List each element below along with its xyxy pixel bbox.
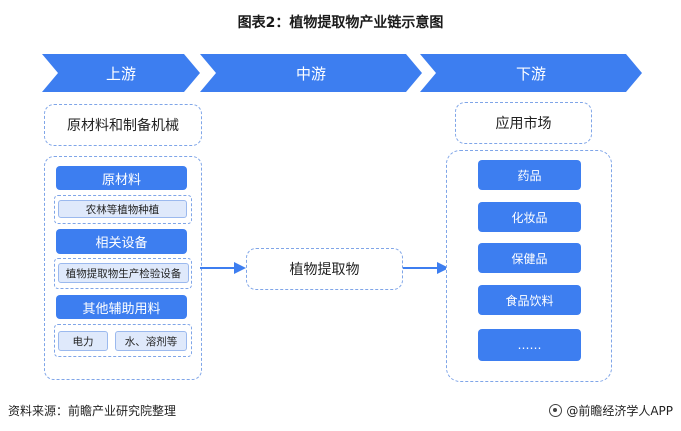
midstream-label: 植物提取物 — [289, 262, 360, 278]
brand-footer: @前瞻经济学人APP — [549, 402, 673, 419]
brand-logo-icon — [549, 404, 563, 417]
downstream-header-label: 应用市场 — [495, 116, 552, 132]
item-production-equipment: 植物提取物生产检验设备 — [58, 263, 189, 283]
downstream-header-box — [455, 102, 592, 144]
item-electricity: 电力 — [58, 331, 108, 351]
chevron-shape-upstream — [42, 54, 200, 92]
stage-midstream-label: 中游 — [295, 64, 326, 83]
market-cosmetics: 化妆品 — [478, 202, 581, 232]
upstream-header-box — [44, 104, 202, 146]
upstream-header-label: 原材料和制备机械 — [67, 118, 179, 134]
group-auxiliary: 其他辅助用料 — [56, 295, 187, 319]
chevron-shape-downstream — [420, 54, 642, 92]
market-medicine: 药品 — [478, 160, 581, 190]
group-raw-materials: 原材料 — [56, 166, 187, 190]
market-health-products: 保健品 — [478, 243, 581, 273]
midstream-box — [246, 248, 403, 290]
stage-downstream-label: 下游 — [515, 64, 546, 83]
page-title: 图表2：植物提取物产业链示意图 — [237, 15, 444, 31]
arrow-to-midstream-icon — [200, 262, 246, 274]
chevron-shape-midstream — [200, 54, 422, 92]
item-plant-cultivation: 农林等植物种植 — [58, 200, 187, 218]
stage-downstream: 下游 — [420, 54, 642, 92]
market-more: …… — [478, 329, 581, 361]
brand-text: @前瞻经济学人APP — [566, 404, 673, 418]
stage-upstream: 上游 — [42, 54, 200, 92]
item-water-solvent: 水、溶剂等 — [115, 331, 187, 351]
arrow-to-downstream-icon — [403, 262, 449, 274]
group-equipment: 相关设备 — [56, 229, 187, 254]
stage-upstream-label: 上游 — [105, 64, 136, 83]
source-note: 资料来源：前瞻产业研究院整理 — [8, 404, 177, 418]
market-food-beverage: 食品饮料 — [478, 285, 581, 315]
stage-midstream: 中游 — [200, 54, 422, 92]
